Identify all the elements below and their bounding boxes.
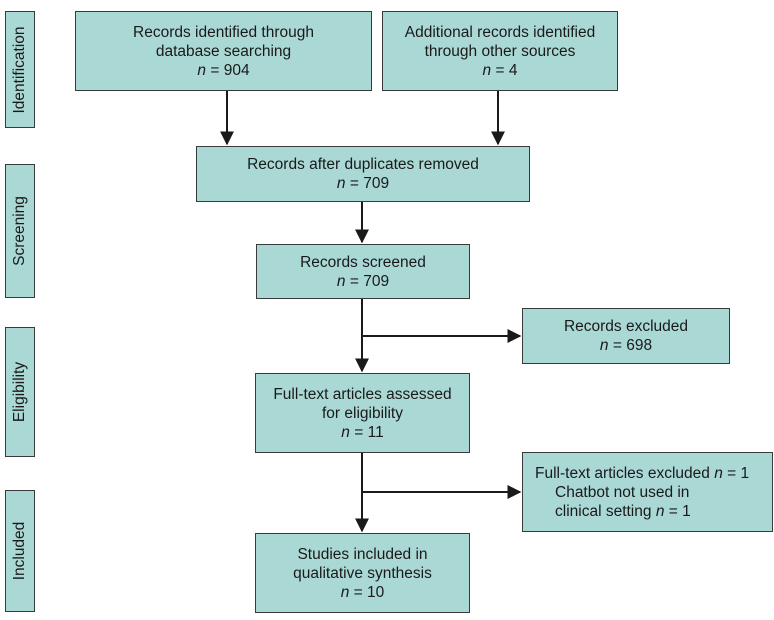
box-identified-database: Records identified through database sear… xyxy=(75,11,372,91)
stage-included: Included xyxy=(5,490,35,612)
box-fulltext-excluded: Full-text articles excluded n = 1 Chatbo… xyxy=(522,452,773,532)
box-records-screened: Records screened n = 709 xyxy=(256,244,470,299)
stage-identification: Identification xyxy=(5,11,35,128)
box-fulltext-assessed: Full-text articles assessed for eligibil… xyxy=(255,373,470,453)
box-identified-other: Additional records identified through ot… xyxy=(382,11,618,91)
box-studies-included: Studies included in qualitative synthesi… xyxy=(255,533,470,613)
stage-screening: Screening xyxy=(5,164,35,298)
stage-eligibility: Eligibility xyxy=(5,327,35,457)
box-records-excluded: Records excluded n = 698 xyxy=(522,308,730,364)
box-after-duplicates: Records after duplicates removed n = 709 xyxy=(196,146,530,202)
